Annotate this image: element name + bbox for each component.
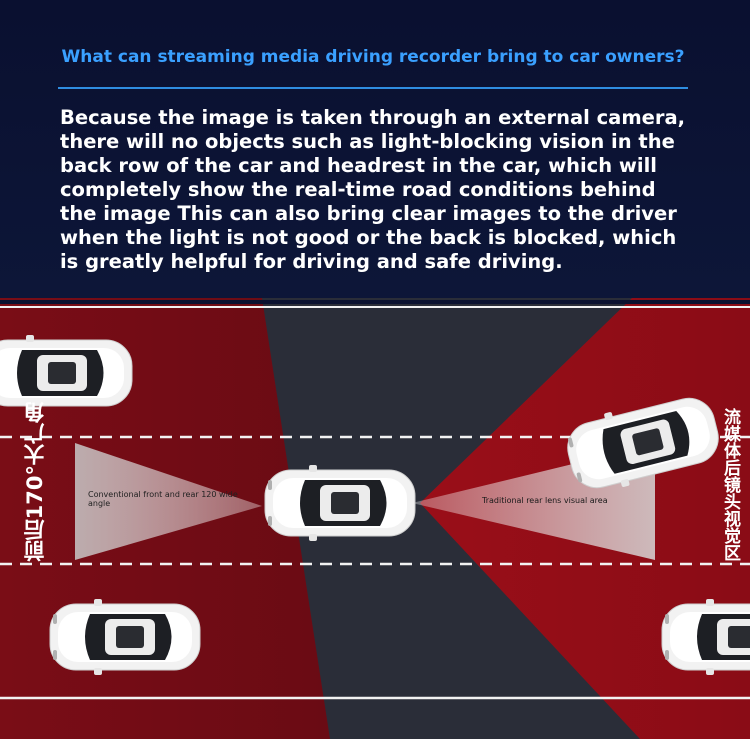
car-bottom-right <box>661 598 750 676</box>
left-vertical-label: 前后170°大广角 <box>23 402 47 562</box>
right-vertical-label: 流媒体后镜头视觉区 <box>720 408 740 561</box>
front-wide-angle-wedge <box>75 443 262 560</box>
car-top-left <box>0 334 133 412</box>
road-scene-graphic <box>0 298 750 739</box>
description-paragraph: Because the image is taken through an ex… <box>60 106 686 273</box>
car-bottom-left <box>49 598 201 676</box>
right-caption: Traditional rear lens visual area <box>482 496 608 505</box>
title-divider <box>58 87 688 89</box>
car-center <box>264 464 416 542</box>
road-illustration <box>0 298 750 739</box>
page-title: What can streaming media driving recorde… <box>61 47 685 67</box>
header-section <box>0 0 750 298</box>
left-caption: Conventional front and rear 120 wide ang… <box>88 490 238 508</box>
